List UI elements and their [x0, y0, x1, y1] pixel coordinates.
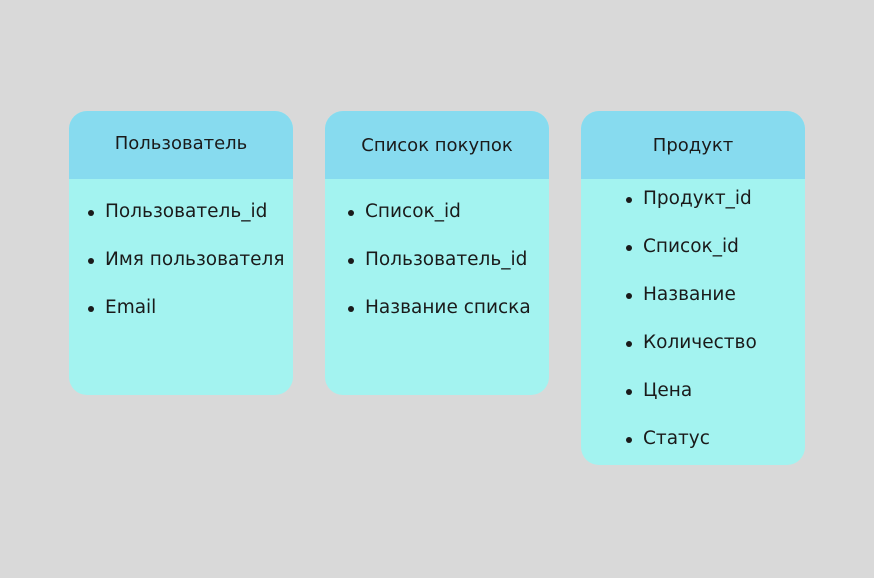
field-item: Пользователь_id	[347, 247, 527, 273]
entity-title: Продукт	[581, 111, 805, 179]
field-item: Список_id	[348, 199, 461, 225]
entity-card-user: Пользователь Пользователь_id Имя пользов…	[69, 111, 293, 395]
entity-title: Список покупок	[325, 111, 549, 179]
field-item: Список_id	[626, 234, 739, 260]
field-item: Количество	[626, 330, 757, 356]
field-item: Email	[87, 295, 156, 321]
entity-title: Пользователь	[69, 111, 293, 179]
entity-card-shopping-list: Список покупок Список_id Пользователь_id…	[325, 111, 549, 395]
field-item: Статус	[626, 426, 710, 452]
field-item: Имя пользователя	[87, 247, 284, 273]
field-item: Название	[626, 282, 736, 308]
field-item: Цена	[625, 378, 692, 404]
entity-card-product: Продукт Продукт_id Список_id Название Ко…	[581, 111, 805, 465]
field-item: Пользователь_id	[87, 199, 267, 225]
field-item: Название списка	[348, 295, 531, 321]
field-item: Продукт_id	[626, 186, 752, 212]
